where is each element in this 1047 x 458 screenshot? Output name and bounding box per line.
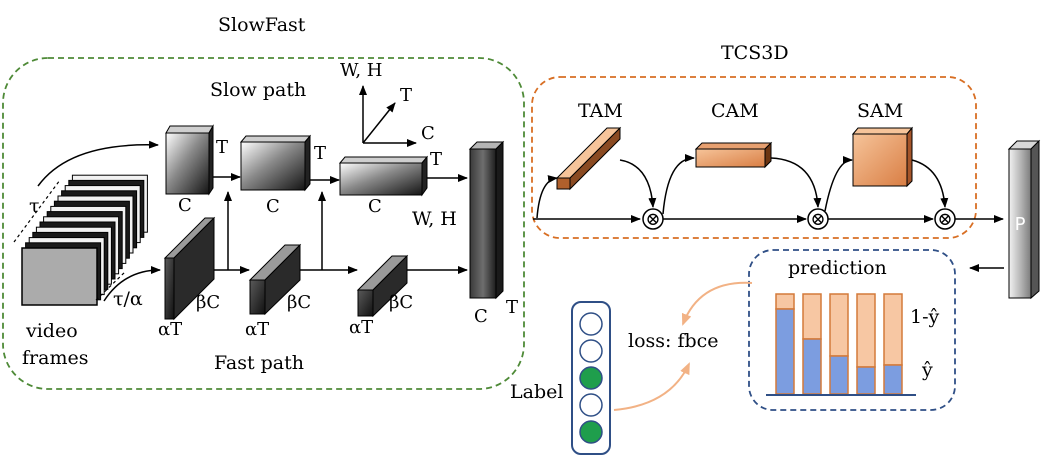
sam-input-arrow <box>824 156 853 212</box>
frames-to-slow-arrow <box>37 140 159 187</box>
video-frame-front <box>21 247 98 306</box>
prediction-bar-value <box>856 366 876 395</box>
slowfast-title: SlowFast <box>218 14 306 36</box>
fast-block-2-alpha: αT <box>245 319 269 340</box>
video-label-line1: video <box>25 320 78 342</box>
fast-block-1 <box>163 216 216 321</box>
slow-block-1 <box>165 124 214 196</box>
prediction-bar-remainder <box>775 293 795 310</box>
label-cell-positive <box>579 420 603 444</box>
p-label: P <box>1015 214 1026 235</box>
tam-input-arrow <box>536 175 558 219</box>
sam-label: SAM <box>857 100 903 122</box>
fused-t-label: T <box>506 297 518 318</box>
cam-label: CAM <box>711 100 759 122</box>
label-caption: Label <box>510 381 563 403</box>
axis-c-label: C <box>421 123 435 144</box>
prediction-bar-remainder <box>829 293 849 357</box>
cam-input-arrow <box>662 154 695 215</box>
label-cell-negative <box>579 312 603 336</box>
p-output-block <box>1007 139 1041 300</box>
tau-bracket <box>13 179 61 243</box>
multiply-symbol-2: ⊗ <box>810 209 825 230</box>
slow-block-2 <box>239 134 312 192</box>
fast-block-1-alpha: αT <box>158 319 182 340</box>
frames-to-fast-arrow <box>103 266 161 302</box>
video-label-line2: frames <box>22 347 88 369</box>
prediction-bar-remainder <box>802 293 822 340</box>
loss-label: loss: fbce <box>628 330 719 352</box>
tau-label: τ <box>29 195 40 217</box>
fast-block-3 <box>356 254 409 318</box>
prediction-bar-value <box>829 355 849 395</box>
fused-c-label: C <box>474 306 488 327</box>
fast-block-3-alpha: αT <box>349 317 373 338</box>
prediction-group-border <box>748 249 956 411</box>
label-cell-negative <box>579 393 603 417</box>
cam-to-mult-arrow <box>770 157 822 208</box>
label-cell-positive <box>579 366 603 390</box>
label-cell-negative <box>579 339 603 363</box>
tam-to-mult-arrow <box>619 159 657 208</box>
tau-alpha-bracket <box>95 270 127 301</box>
slow-block-1-c: C <box>178 195 192 216</box>
one-minus-yhat-label: 1-ŷ <box>910 306 940 328</box>
prediction-title: prediction <box>788 257 887 279</box>
multiply-symbol-3: ⊗ <box>937 209 952 230</box>
yhat-label: ŷ <box>921 359 933 381</box>
tcs3d-group-border <box>531 76 977 239</box>
prediction-bar-value <box>883 364 903 395</box>
tam-block <box>555 126 622 191</box>
slow-path-label: Slow path <box>210 79 306 101</box>
fast-block-3-beta: βC <box>389 292 413 313</box>
fast-block-1-beta: βC <box>196 292 220 313</box>
fused-wh-label: W, H <box>412 208 457 230</box>
fast-block-2-beta: βC <box>287 292 311 313</box>
prediction-to-loss-arrow <box>681 281 753 326</box>
fast-path-label: Fast path <box>214 352 304 374</box>
cam-block <box>694 141 773 169</box>
slow-block-1-t: T <box>216 137 228 158</box>
label-to-loss-arrow <box>613 362 690 411</box>
fast-block-2 <box>248 243 302 316</box>
slow-block-3 <box>338 155 429 197</box>
tam-label: TAM <box>578 100 623 122</box>
axis-wh-label: W, H <box>340 60 383 81</box>
tcs3d-title: TCS3D <box>721 42 789 64</box>
fused-feature-block <box>468 140 505 300</box>
tau-alpha-label: τ/α <box>113 288 143 310</box>
axes-glyph <box>359 85 417 147</box>
slowfast-group-border <box>2 57 525 390</box>
prediction-bar-remainder <box>856 293 876 368</box>
label-vector-cells <box>579 312 603 444</box>
prediction-bars <box>775 293 903 395</box>
slow-block-3-t: T <box>430 149 442 170</box>
multiply-symbol-1: ⊗ <box>645 209 660 230</box>
prediction-bar-value <box>802 338 822 395</box>
slow-block-2-c: C <box>266 196 280 217</box>
prediction-bar-value <box>775 308 795 395</box>
prediction-bar-remainder <box>883 293 903 366</box>
axis-t-label: T <box>400 85 412 106</box>
slow-block-3-c: C <box>368 196 382 217</box>
slow-block-2-t: T <box>314 143 326 164</box>
sam-to-mult-arrow <box>911 159 949 208</box>
sam-block <box>851 126 914 188</box>
